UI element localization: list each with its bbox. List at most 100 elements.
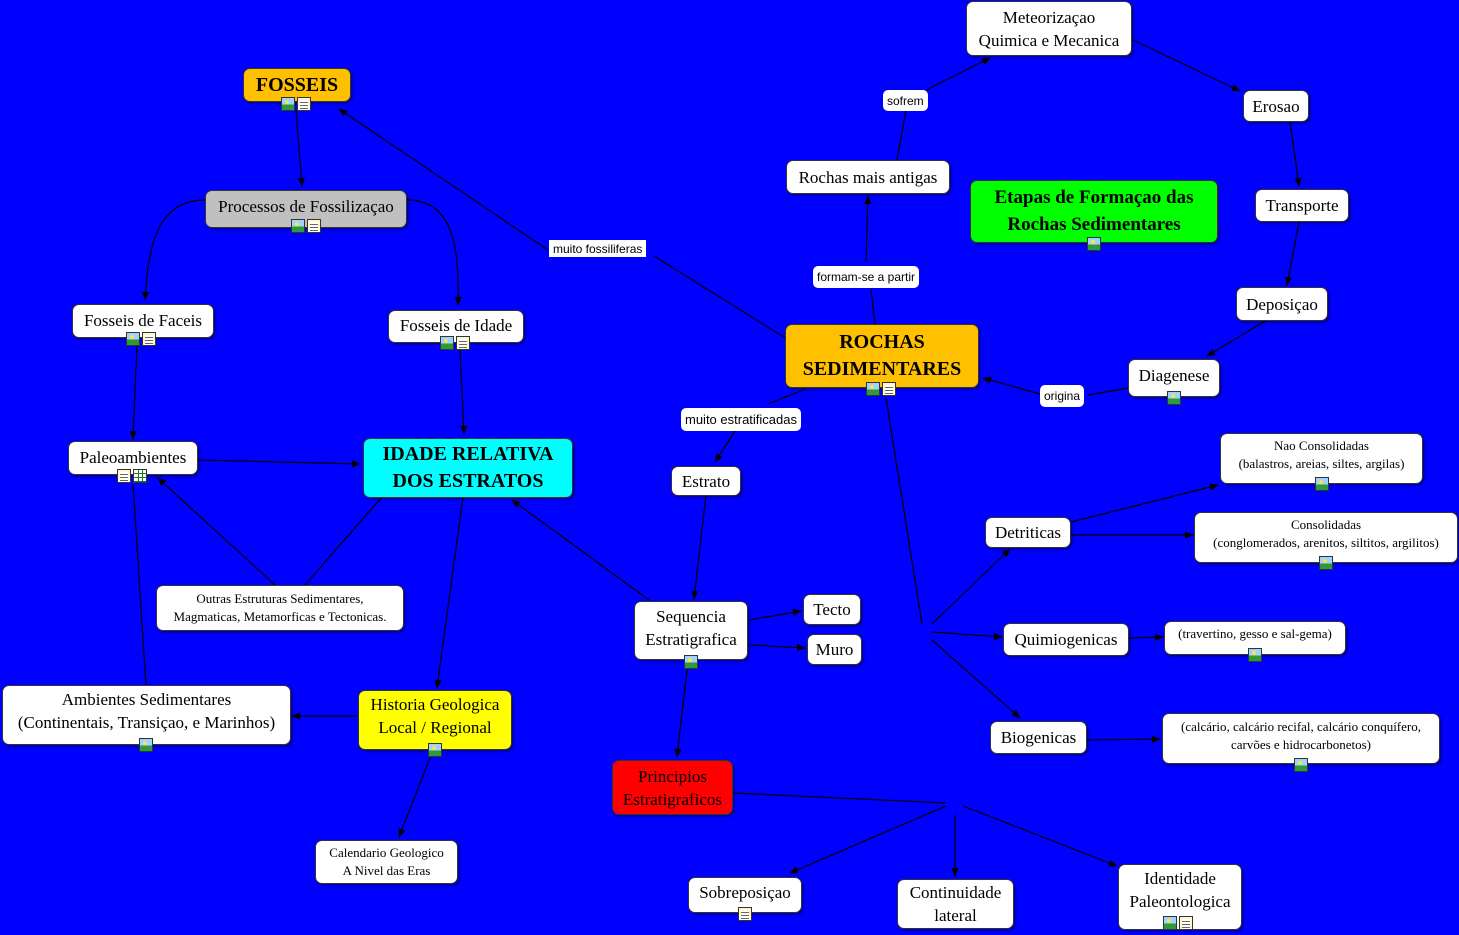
node-transporte[interactable]: Transporte (1255, 189, 1349, 222)
image-icon[interactable] (1167, 391, 1181, 405)
edge-sequencia-idaderel (511, 499, 650, 601)
node-calcario-icons (1294, 758, 1308, 773)
label-origina: origina (1040, 385, 1085, 407)
edge-fosseis-processos (295, 109, 305, 187)
node-outras-estruturas[interactable]: Outras Estruturas Sedimentares, Magmatic… (156, 585, 404, 631)
node-muro-text: Muro (815, 640, 854, 659)
image-icon[interactable] (1248, 648, 1262, 662)
node-erosao-text: Erosao (1252, 96, 1300, 116)
node-nao-consolidadas-text: Nao Consolidadas (balastros, areias, sil… (1238, 438, 1405, 471)
node-detriticas[interactable]: Detriticas (985, 517, 1071, 548)
edge-rochas-fosseis (339, 109, 796, 345)
edge-rochas-estrato (715, 388, 807, 462)
node-continuidade-lateral[interactable]: Continuidade lateral (897, 879, 1014, 929)
node-paleoambientes-icons (117, 469, 147, 484)
edge-diagenese-rochas (983, 378, 1129, 396)
node-idade-relativa-text: IDADE RELATIVA DOS ESTRATOS (382, 443, 554, 492)
node-erosao[interactable]: Erosao (1243, 90, 1309, 122)
edge-historia-calendario (398, 757, 431, 838)
node-quimiogenicas[interactable]: Quimiogenicas (1003, 623, 1129, 656)
node-etapas-icons (1087, 237, 1101, 252)
edge-meteor-erosao (1132, 39, 1241, 92)
document-icon[interactable] (738, 907, 752, 921)
image-icon[interactable] (281, 97, 295, 111)
edge-sequencia-muro (748, 643, 806, 652)
node-tecto[interactable]: Tecto (803, 594, 861, 625)
node-principios-estratigraficos[interactable]: Principios Estratigraficos (612, 760, 733, 815)
node-tecto-text: Tecto (813, 600, 851, 619)
edge-principios-hub (732, 792, 947, 804)
node-calcario[interactable]: (calcário, calcário recifal, calcário co… (1162, 713, 1440, 764)
edge-idaderel-historia (434, 496, 464, 689)
node-consolidadas[interactable]: Consolidadas (conglomerados, arenitos, s… (1194, 512, 1458, 563)
edge-erosao-transporte (1289, 120, 1302, 187)
node-detriticas-text: Detriticas (994, 523, 1062, 542)
edge-idade-idaderel (459, 349, 468, 435)
edge-ambientes-paleo (132, 483, 147, 686)
node-historia-text: Historia Geologica Local / Regional (370, 695, 500, 737)
image-icon[interactable] (428, 743, 442, 757)
node-paleoambientes-text: Paleoambientes (79, 448, 187, 467)
label-sofrem: sofrem (883, 90, 928, 111)
table-icon[interactable] (133, 469, 147, 483)
image-icon[interactable] (1087, 237, 1101, 251)
image-icon[interactable] (684, 655, 698, 669)
node-processos-icons (291, 219, 321, 233)
node-calendario-geologico[interactable]: Calendario Geologico A Nivel das Eras (315, 840, 458, 884)
node-fosseis-idade-text: Fosseis de Idade (399, 316, 513, 335)
edge-hub-detriticas (931, 548, 1011, 625)
node-processos-text: Processos de Fossilizaçao (218, 197, 394, 216)
edge-outras-paleo (157, 477, 276, 586)
node-fosseis-faceis[interactable]: Fosseis de Faceis (72, 304, 214, 338)
image-icon[interactable] (291, 219, 305, 233)
node-processos-fossilizacao[interactable]: Processos de Fossilizaçao (205, 190, 407, 233)
image-icon[interactable] (1319, 556, 1333, 570)
document-icon[interactable] (1179, 916, 1193, 930)
image-icon[interactable] (1294, 758, 1308, 772)
node-rochas-sedimentares[interactable]: ROCHAS SEDIMENTARES (785, 324, 979, 388)
node-meteorizacao[interactable]: Meteorizaçao Quimica e Mecanica (966, 1, 1132, 56)
image-icon[interactable] (139, 738, 153, 752)
image-icon[interactable] (866, 382, 880, 396)
node-fosseis-faceis-icons (126, 332, 156, 347)
document-icon[interactable] (117, 469, 131, 483)
edge-hub-identidade (962, 805, 1118, 867)
node-idade-relativa[interactable]: IDADE RELATIVA DOS ESTRATOS (363, 438, 573, 498)
image-icon[interactable] (1315, 477, 1329, 491)
document-icon[interactable] (882, 382, 896, 396)
edge-antigas-meteor (896, 58, 990, 161)
node-travertino-text: (travertino, gesso e sal-gema) (1178, 626, 1332, 641)
node-paleoambientes[interactable]: Paleoambientes (68, 441, 198, 475)
node-etapas-formacao[interactable]: Etapas de Formaçao das Rochas Sedimentar… (970, 180, 1218, 243)
edge-paleo-idaderel (197, 459, 361, 468)
image-icon[interactable] (1163, 916, 1177, 930)
node-fosseis-icons (281, 97, 311, 112)
node-muro[interactable]: Muro (807, 634, 862, 665)
document-icon[interactable] (307, 219, 321, 233)
node-meteorizacao-text: Meteorizaçao Quimica e Mecanica (978, 7, 1120, 50)
node-diagenese[interactable]: Diagenese (1128, 359, 1220, 397)
node-diagenese-text: Diagenese (1138, 366, 1210, 385)
node-biogenicas[interactable]: Biogenicas (990, 721, 1087, 754)
node-ambientes-sedimentares[interactable]: Ambientes Sedimentares (Continentais, Tr… (2, 685, 291, 745)
node-fosseis-faceis-text: Fosseis de Faceis (83, 311, 203, 330)
image-icon[interactable] (126, 332, 140, 346)
node-deposicao-text: Deposiçao (1246, 294, 1318, 314)
image-icon[interactable] (440, 336, 454, 350)
document-icon[interactable] (142, 332, 156, 346)
node-deposicao[interactable]: Deposiçao (1236, 287, 1328, 321)
document-icon[interactable] (297, 97, 311, 111)
node-rochas-antigas[interactable]: Rochas mais antigas (786, 160, 950, 194)
document-icon[interactable] (456, 336, 470, 350)
node-rochas-antigas-text: Rochas mais antigas (798, 167, 938, 187)
node-estrato[interactable]: Estrato (671, 466, 741, 496)
node-travertino[interactable]: (travertino, gesso e sal-gema) (1164, 621, 1346, 655)
node-sequencia-estratigrafica[interactable]: Sequencia Estratigrafica (634, 601, 748, 660)
edge-sequencia-tecto (748, 608, 802, 621)
node-calcario-text: (calcário, calcário recifal, calcário co… (1181, 719, 1421, 752)
node-nao-consolidadas[interactable]: Nao Consolidadas (balastros, areias, sil… (1220, 433, 1423, 484)
edge-rochas-antigas (866, 196, 875, 325)
node-historia-geologica[interactable]: Historia Geologica Local / Regional (358, 690, 512, 750)
node-identidade-text: Identidade Paleontologica (1129, 869, 1231, 911)
